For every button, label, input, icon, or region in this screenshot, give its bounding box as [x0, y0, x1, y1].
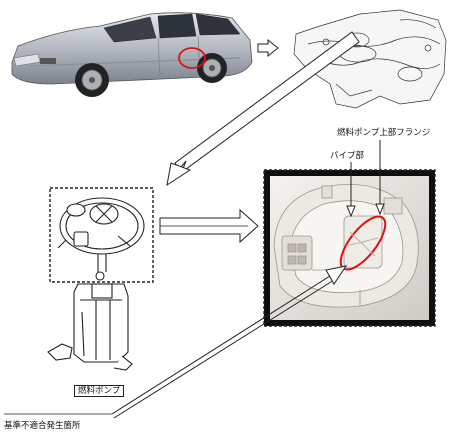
arrow-drawing-to-photo [159, 208, 259, 244]
nonconformity-location-label: 基準不適合発生箇所 [4, 421, 81, 431]
fuel-pump-label: 燃料ポンプ [74, 385, 125, 397]
location-pointer [4, 265, 348, 419]
pipe-label: パイプ部 [330, 151, 365, 161]
arrow-car-to-tank [257, 38, 279, 58]
fuel-pump-drawing [47, 197, 145, 371]
flange-label: 燃料ポンプ上部フランジ [337, 128, 431, 138]
car-highlight-circle [178, 47, 206, 69]
label-pointer-arrows [346, 140, 385, 218]
car-illustration [11, 12, 253, 97]
arrow-tank-to-pump [166, 31, 360, 187]
pump-top-dashed-box [49, 187, 154, 283]
